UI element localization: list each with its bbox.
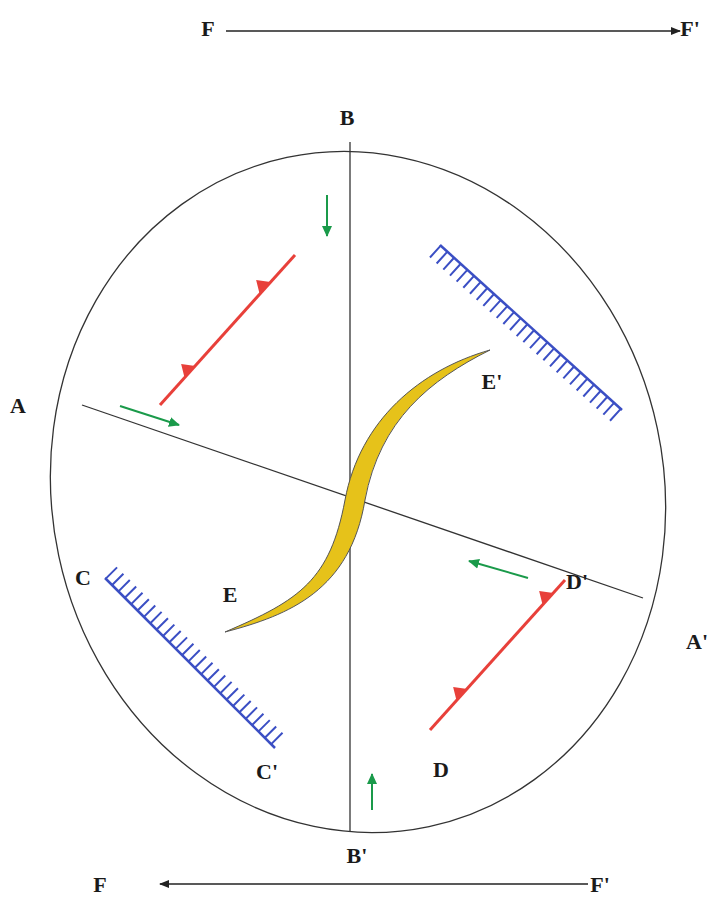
axis-label: C [75,567,91,589]
slip-arrow [326,195,328,236]
axis-label: D' [566,571,588,593]
axis-label: D [433,759,449,781]
thrust-fault [430,580,565,730]
axis-label: E' [482,371,503,393]
axis-label: F [201,18,214,40]
axis-label: E [223,584,238,606]
fold-axis [225,350,490,632]
shear-arrow [160,883,588,885]
slip-arrow [371,774,373,810]
extension-comb [105,572,281,748]
ellipse-outline [0,94,716,890]
axis-label: F' [590,874,610,896]
axis-label: B [340,107,355,129]
shear-arrow [226,30,680,32]
axis-label: A' [686,631,708,653]
slip-arrow [469,561,528,578]
axis-label: F' [680,18,700,40]
thrust-fault [160,255,295,405]
slip-arrow [120,406,179,425]
axis-label: C' [256,761,278,783]
extension-comb [435,245,622,416]
axis-label: F [93,874,106,896]
axis-label: B' [347,845,368,867]
axis-label: A [10,395,26,417]
